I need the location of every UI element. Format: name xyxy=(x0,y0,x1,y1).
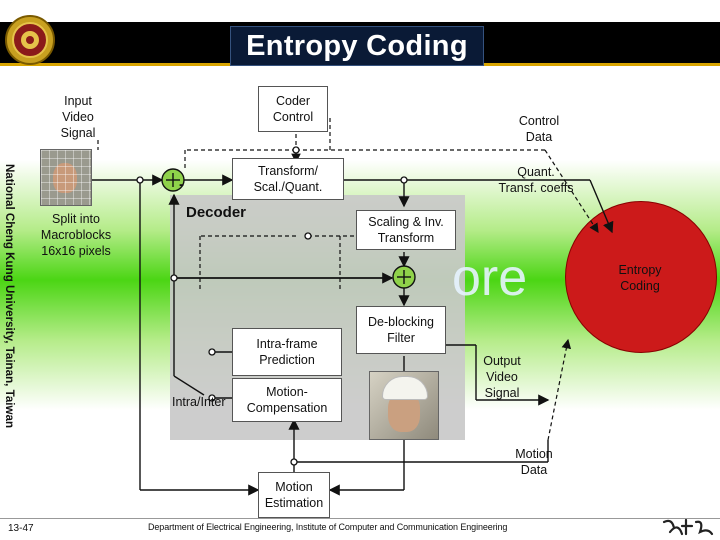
title-box: Entropy Coding xyxy=(230,26,484,66)
deblocking-filter-block: De-blocking Filter xyxy=(356,306,446,354)
motion-data-arrow xyxy=(547,338,572,441)
switch-arm-line xyxy=(173,375,205,396)
motion-estimation-block: Motion Estimation xyxy=(258,472,330,518)
core-watermark-text: ore xyxy=(452,249,528,307)
calligraphy-logo-icon xyxy=(662,518,714,536)
output-video-label: Output Video Signal xyxy=(483,354,521,400)
scaling-inv-transform-block: Scaling & Inv. Transform xyxy=(356,210,456,250)
coeffs-arrow xyxy=(589,179,614,234)
input-video-label: Input Video Signal xyxy=(60,94,96,140)
motion-data-label: Motion Data xyxy=(515,447,553,477)
slide-number: 13-47 xyxy=(8,523,34,534)
footer-department: Department of Electrical Engineering, In… xyxy=(148,522,508,532)
dashed-connectors xyxy=(97,118,599,441)
quant-coeffs-label: Quant. Transf. coeffs xyxy=(498,165,574,195)
output-video-thumbnail xyxy=(369,371,439,440)
input-video-thumbnail xyxy=(40,149,92,206)
solid-connectors xyxy=(90,174,614,496)
motion-compensation-block: Motion- Compensation xyxy=(232,378,342,422)
footer-divider xyxy=(0,518,720,519)
university-seal-icon xyxy=(5,15,55,65)
control-data-arrow xyxy=(544,149,599,234)
split-macroblocks-label: Split into Macroblocks 16x16 pixels xyxy=(40,212,112,258)
control-data-label: Control Data xyxy=(518,114,560,144)
decoder-label: Decoder xyxy=(186,204,247,221)
sum-nodes xyxy=(161,168,416,289)
intra-inter-label: Intra/Inter xyxy=(172,395,226,409)
slide-title: Entropy Coding xyxy=(246,29,468,62)
intra-prediction-block: Intra-frame Prediction xyxy=(232,328,342,376)
entropy-coding-label: Entropy Coding xyxy=(618,263,662,293)
coder-control-block: Coder Control xyxy=(258,86,328,132)
transform-quant-block: Transform/ Scal./Quant. xyxy=(232,158,344,200)
minus-sign: - xyxy=(179,176,184,193)
